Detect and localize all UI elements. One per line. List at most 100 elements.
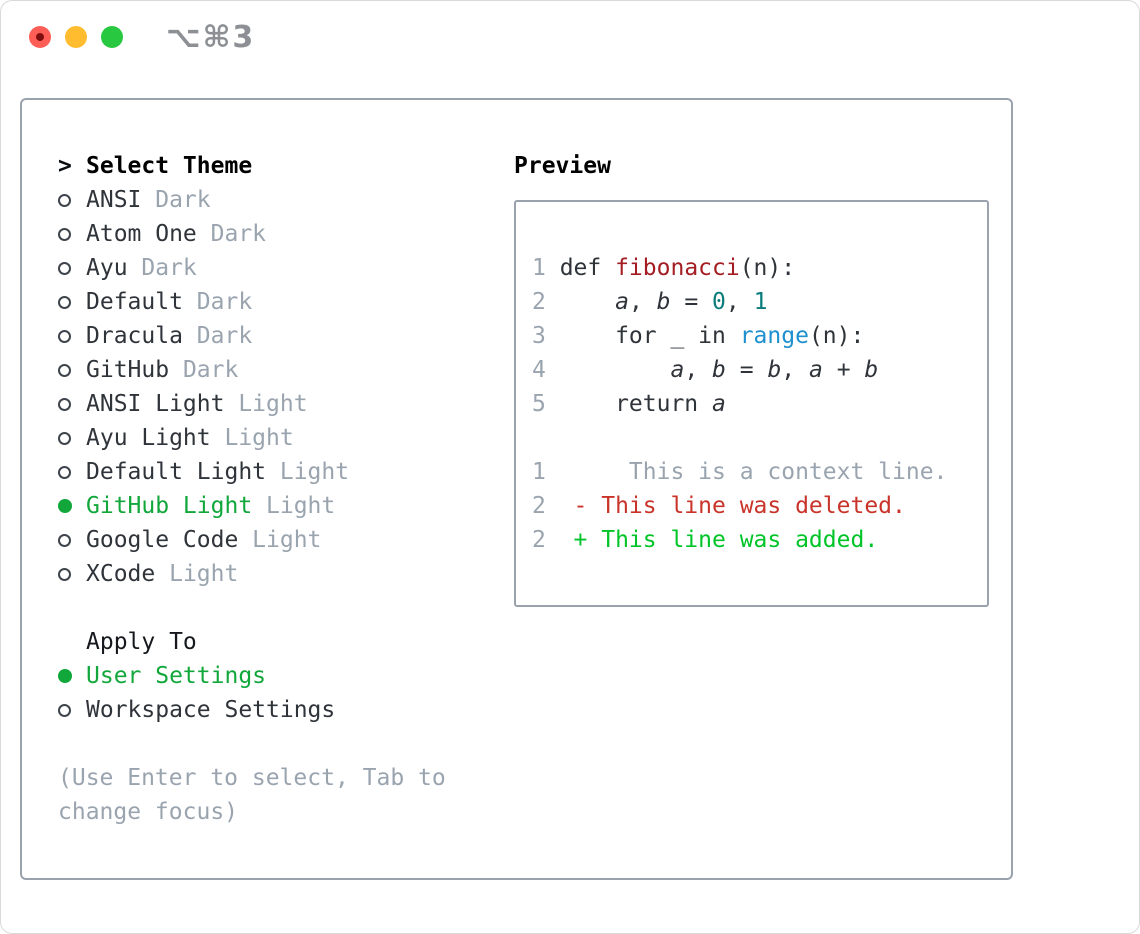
code-line: 1 def fibonacci(n): xyxy=(532,251,977,285)
diff-text: This is a context line. xyxy=(559,459,948,485)
code-token-var: a xyxy=(809,357,823,383)
radio-circle-icon xyxy=(58,295,71,309)
diff-sample: 1 This is a context line. 2 - This line w… xyxy=(532,455,977,557)
apply-option-user-settings[interactable]: User Settings xyxy=(58,659,498,693)
line-number: 4 xyxy=(532,357,546,383)
theme-label: Atom One xyxy=(86,221,197,247)
prompt-column: > xyxy=(58,153,86,179)
theme-variant-label: Dark xyxy=(182,357,239,383)
code-token-call: range xyxy=(739,323,809,349)
apply-option-workspace-settings[interactable]: Workspace Settings xyxy=(58,693,498,727)
code-token-var: b xyxy=(656,289,671,315)
code-token-plain: , xyxy=(628,289,657,315)
theme-label: Default Light xyxy=(86,459,267,485)
preview-title: Preview xyxy=(514,153,611,179)
code-token-plain: , xyxy=(684,357,713,383)
code-token-plain: (n): xyxy=(739,255,796,281)
select-theme-title: Select Theme xyxy=(86,153,253,179)
close-button-icon[interactable] xyxy=(29,26,51,48)
radio-icon xyxy=(58,295,86,309)
zoom-button-icon[interactable] xyxy=(101,26,123,48)
code-token-var: b xyxy=(712,357,726,383)
radio-circle-icon xyxy=(58,329,71,343)
theme-label: Google Code xyxy=(86,527,239,553)
code-line: 3 for _ in range(n): xyxy=(532,319,977,353)
code-token-plain: , xyxy=(725,289,754,315)
radio-circle-icon xyxy=(58,499,72,513)
blank-line xyxy=(532,421,977,455)
code-token-var: b xyxy=(864,357,879,383)
theme-variant-label: Light xyxy=(224,425,294,451)
radio-icon xyxy=(58,397,86,411)
diff-line-context: 1 This is a context line. xyxy=(532,455,977,489)
code-token-plain: + xyxy=(822,357,865,383)
code-token-plain: for _ in xyxy=(559,323,740,349)
theme-label: GitHub Light xyxy=(86,493,253,519)
radio-circle-icon xyxy=(58,669,72,683)
code-token-plain: def xyxy=(559,255,616,281)
theme-variant-label: Light xyxy=(169,561,239,587)
radio-icon xyxy=(58,363,86,377)
code-token-var: a xyxy=(615,289,629,315)
line-number: 1 xyxy=(532,459,546,485)
window-controls xyxy=(29,26,123,48)
code-token-func: fibonacci xyxy=(615,255,740,281)
radio-icon xyxy=(58,431,86,445)
apply-option-label: User Settings xyxy=(86,663,267,689)
code-line: 2 a, b = 0, 1 xyxy=(532,285,977,319)
diff-text: - This line was deleted. xyxy=(559,493,906,519)
code-line: 4 a, b = b, a + b xyxy=(532,353,977,387)
code-token-plain: (n): xyxy=(808,323,865,349)
radio-icon xyxy=(58,261,86,275)
theme-option-default-light[interactable]: Default Light Light xyxy=(58,455,498,489)
theme-label: ANSI xyxy=(86,187,142,213)
theme-variant-label: Light xyxy=(279,459,350,485)
line-number: 2 xyxy=(532,527,546,553)
line-number: 5 xyxy=(532,391,546,417)
code-token-var: b xyxy=(767,357,782,383)
code-token-plain: = xyxy=(725,357,768,383)
diff-text: + This line was added. xyxy=(559,527,879,553)
theme-label: Dracula xyxy=(86,323,183,349)
radio-circle-icon xyxy=(58,567,71,581)
apply-option-label: Workspace Settings xyxy=(86,697,336,723)
code-token-plain xyxy=(560,357,671,383)
line-number: 2 xyxy=(532,289,546,315)
code-token-var: a xyxy=(670,357,685,383)
code-token-plain: = xyxy=(670,289,713,315)
theme-variant-label: Light xyxy=(238,391,308,417)
preview-header-row: Preview xyxy=(514,149,989,183)
minimize-button-icon[interactable] xyxy=(65,26,87,48)
radio-icon xyxy=(58,465,86,479)
code-line: 5 return a xyxy=(532,387,977,421)
theme-option-atom-one[interactable]: Atom One Dark xyxy=(58,217,498,251)
line-number: 3 xyxy=(532,323,546,349)
code-token-plain xyxy=(560,289,615,315)
close-dot-icon xyxy=(36,33,44,41)
keyboard-hint: (Use Enter to select, Tab to change focu… xyxy=(58,765,446,825)
radio-icon xyxy=(58,329,86,343)
apply-to-header-row: Apply To xyxy=(58,625,498,659)
theme-variant-label: Dark xyxy=(210,221,267,247)
radio-circle-icon xyxy=(58,397,71,411)
prompt-icon: > xyxy=(58,153,72,179)
theme-label: XCode xyxy=(86,561,156,587)
radio-circle-icon xyxy=(58,363,71,377)
theme-option-xcode[interactable]: XCode Light xyxy=(58,557,498,591)
radio-circle-icon xyxy=(58,261,71,275)
line-number: 1 xyxy=(532,255,546,281)
